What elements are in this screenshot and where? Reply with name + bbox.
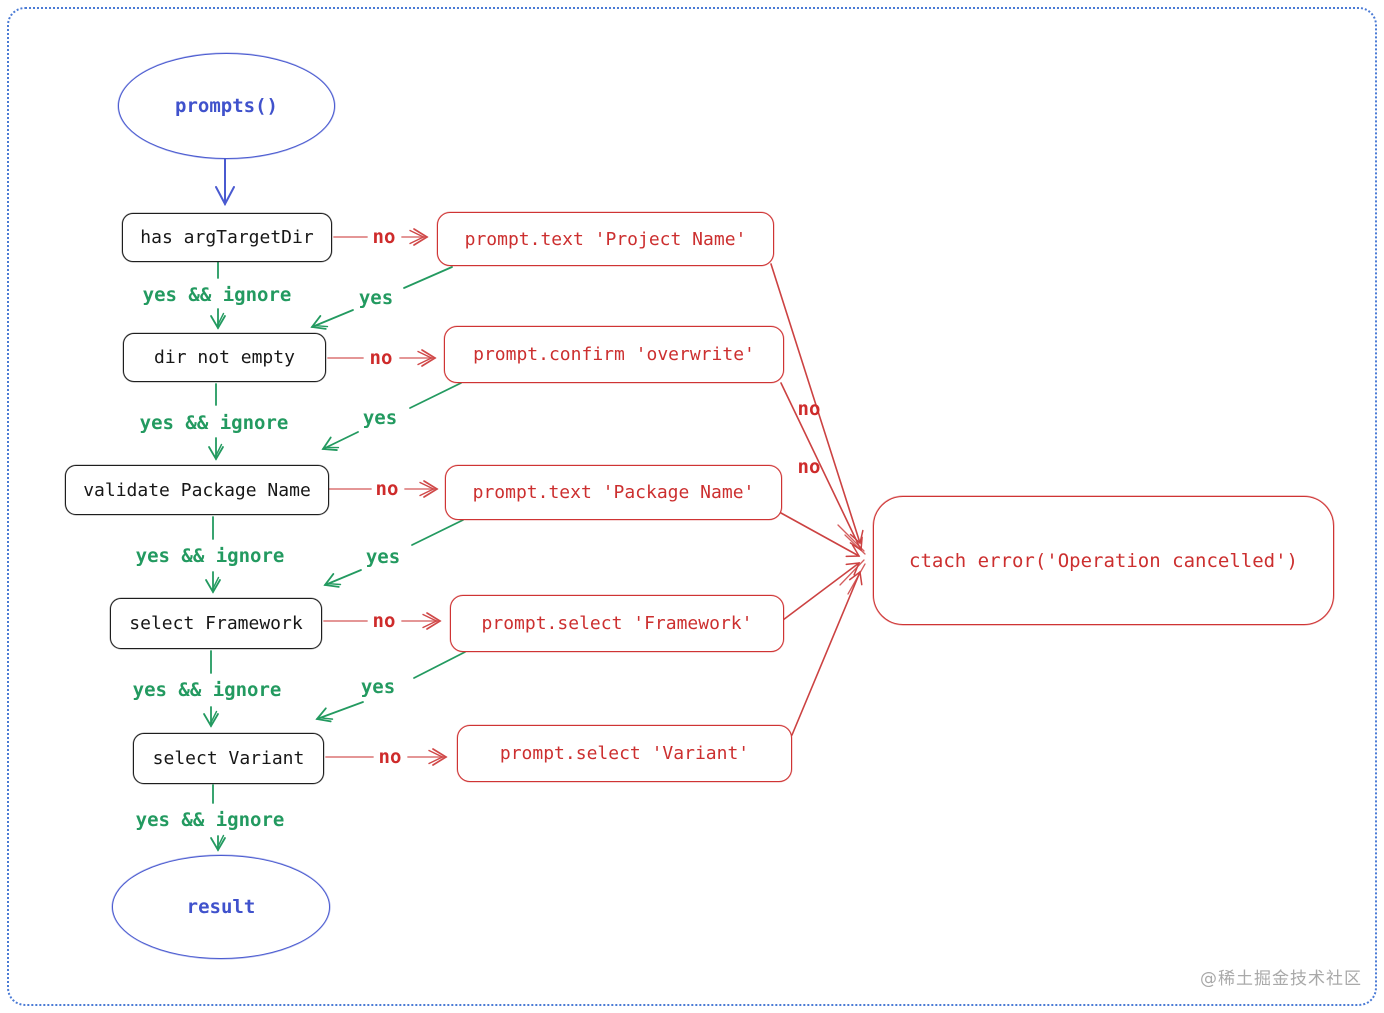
- decision-label: dir not empty: [154, 347, 295, 368]
- edge-label-yes: yes: [365, 546, 401, 568]
- edge-label-no: no: [372, 610, 396, 632]
- prompt-label: prompt.select 'Framework': [481, 613, 753, 634]
- decision-label: has argTargetDir: [140, 227, 314, 248]
- prompt-label: prompt.confirm 'overwrite': [473, 344, 755, 365]
- edge-label-yes-ignore: yes && ignore: [132, 679, 282, 701]
- edge-label-no: no: [372, 226, 396, 248]
- prompt-text-project-name: prompt.text 'Project Name': [437, 212, 774, 266]
- edge-label-no: no: [378, 746, 402, 768]
- prompt-label: prompt.select 'Variant': [499, 743, 750, 764]
- start-node: prompts(): [118, 53, 335, 159]
- decision-dir-not-empty: dir not empty: [123, 333, 326, 382]
- decision-label: select Variant: [152, 748, 305, 769]
- catch-error-node: ctach error('Operation cancelled'): [873, 496, 1334, 625]
- prompt-text-package-name: prompt.text 'Package Name': [445, 465, 782, 520]
- watermark: @稀土掘金技术社区: [1200, 969, 1362, 989]
- edge-label-no: no: [369, 347, 393, 369]
- edge-label-no: no: [375, 478, 399, 500]
- edge-label-no: no: [797, 456, 821, 478]
- decision-select-framework: select Framework: [110, 598, 322, 649]
- decision-select-variant: select Variant: [133, 733, 324, 784]
- prompt-select-framework: prompt.select 'Framework': [450, 595, 784, 652]
- end-node: result: [112, 855, 330, 959]
- start-node-label: prompts(): [175, 95, 278, 117]
- catch-error-label: ctach error('Operation cancelled'): [909, 549, 1298, 572]
- decision-has-argtargetdir: has argTargetDir: [122, 213, 332, 262]
- decision-validate-package-name: validate Package Name: [65, 465, 329, 515]
- decision-label: validate Package Name: [83, 479, 311, 501]
- edge-label-yes-ignore: yes && ignore: [139, 412, 289, 434]
- prompt-label: prompt.text 'Project Name': [464, 228, 747, 250]
- prompt-select-variant: prompt.select 'Variant': [457, 725, 792, 782]
- decision-label: select Framework: [129, 613, 303, 634]
- edge-label-yes: yes: [358, 287, 394, 309]
- prompt-confirm-overwrite: prompt.confirm 'overwrite': [444, 326, 784, 383]
- edge-label-yes: yes: [362, 407, 398, 429]
- edge-label-yes-ignore: yes && ignore: [135, 809, 285, 831]
- edge-label-no: no: [797, 398, 821, 420]
- prompt-label: prompt.text 'Package Name': [472, 482, 755, 503]
- edge-label-yes: yes: [360, 676, 396, 698]
- end-node-label: result: [186, 896, 256, 918]
- edge-label-yes-ignore: yes && ignore: [135, 545, 285, 567]
- edge-label-yes-ignore: yes && ignore: [142, 284, 292, 306]
